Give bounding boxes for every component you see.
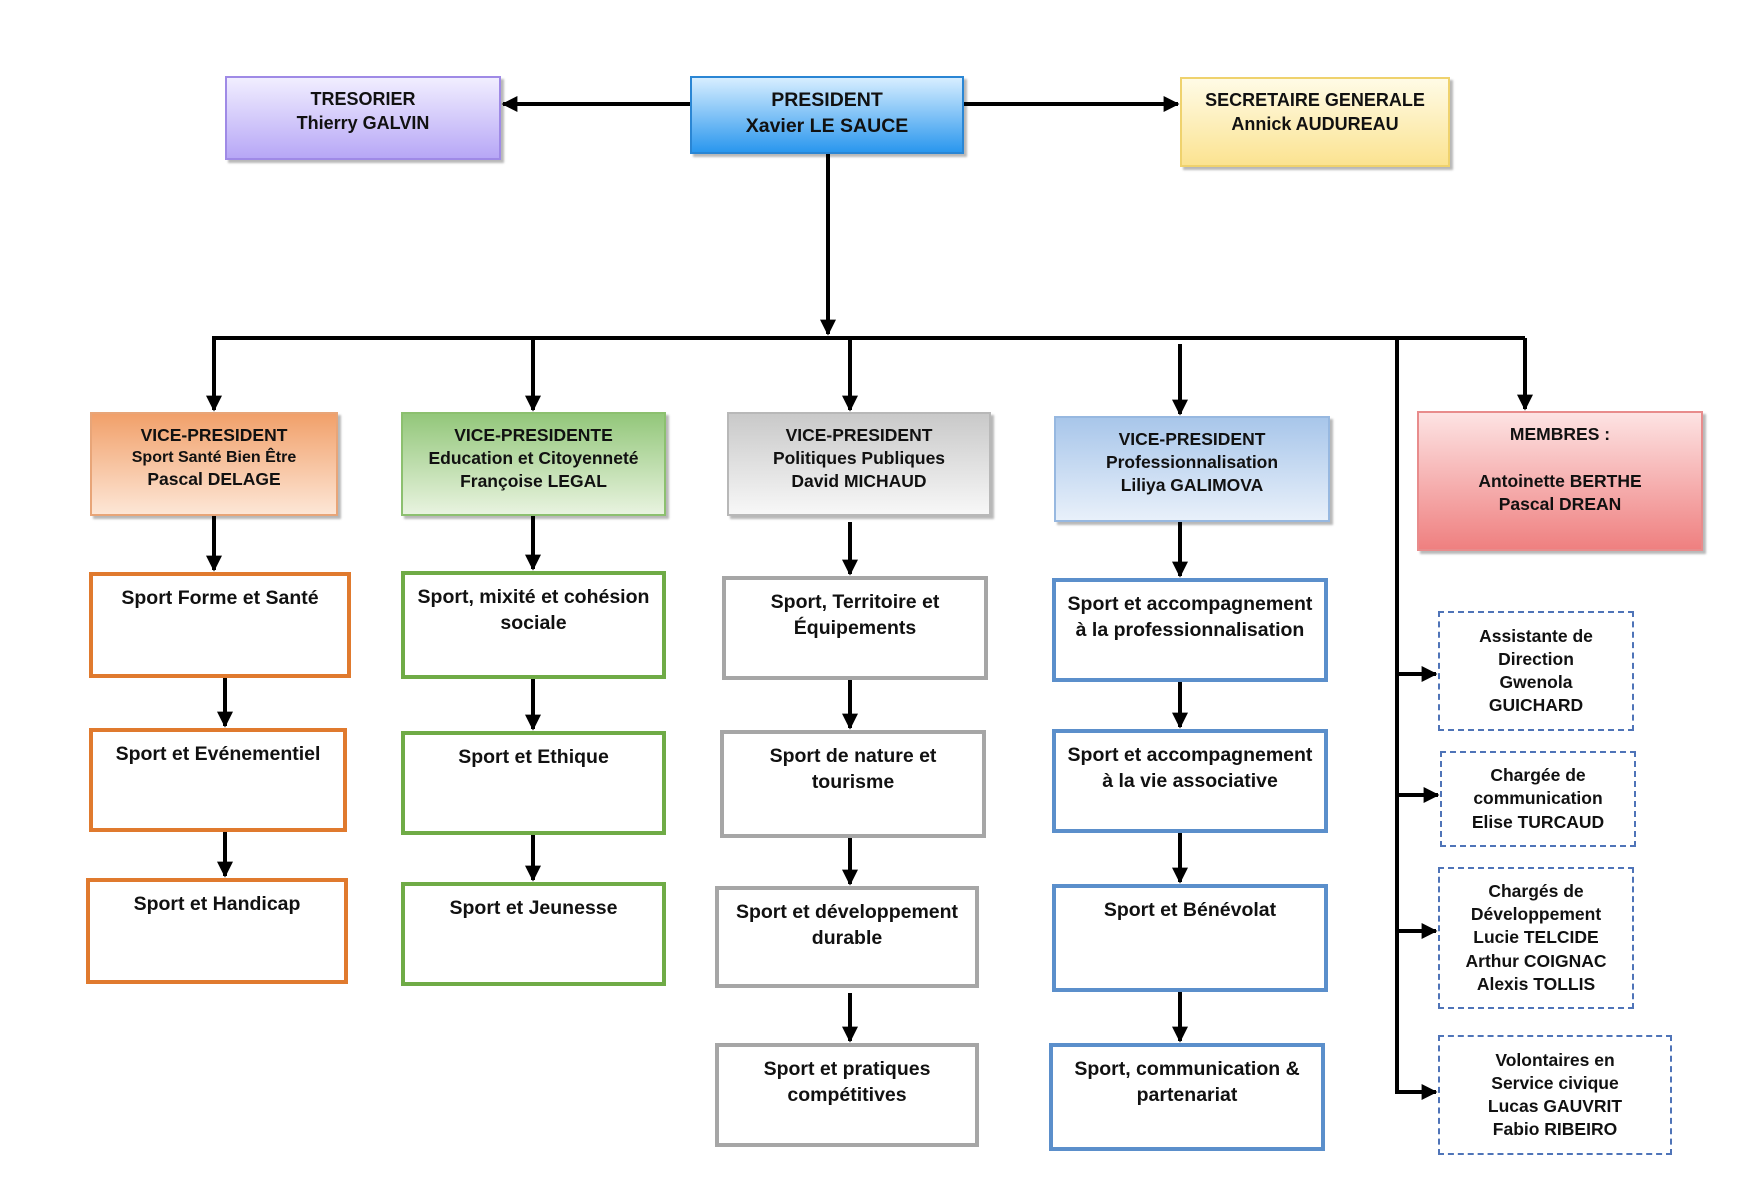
- vice-president-title: VICE-PRESIDENT: [1118, 429, 1266, 449]
- department-box: Sport et Handicap: [86, 878, 348, 984]
- staff-box-line: Lucas GAUVRIT: [1487, 1096, 1623, 1116]
- department-box-line: sociale: [500, 611, 567, 634]
- department-box: Sport de nature et tourisme: [720, 730, 986, 838]
- staff-box-line: Développement: [1470, 904, 1602, 925]
- president-title: PRESIDENT: [771, 89, 883, 111]
- department-box: Sport et accompagnement à la vie associat…: [1052, 729, 1328, 833]
- staff-box-line: Chargée de: [1490, 765, 1586, 786]
- president-name: Xavier LE SAUCE: [745, 114, 909, 137]
- department-box-line: Sport et Jeunesse: [449, 897, 618, 919]
- staff-box-line: Volontaires en: [1495, 1049, 1615, 1070]
- department-box: Sport Forme et Santé: [89, 572, 351, 678]
- secretary-box: SECRETAIRE GENERALE Annick AUDUREAU: [1180, 77, 1450, 167]
- department-box: Sport et développement durable: [715, 886, 979, 988]
- member-name: Pascal DREAN: [1498, 494, 1622, 515]
- department-box: Sport et Bénévolat: [1052, 884, 1328, 992]
- department-box: Sport et Evénementiel: [89, 728, 347, 832]
- members-title: MEMBRES :: [1509, 424, 1611, 444]
- department-box-line: compétitives: [787, 1083, 907, 1106]
- staff-box-line: Elise TURCAUD: [1471, 811, 1605, 832]
- department-box-line: à la professionnalisation: [1075, 618, 1305, 641]
- department-box-line: Équipements: [793, 616, 917, 639]
- department-box: Sport, mixité et cohésion sociale: [401, 571, 666, 679]
- vice-president-domain: Professionnalisation: [1105, 452, 1279, 473]
- department-box-line: partenariat: [1136, 1083, 1238, 1106]
- staff-box-line: Lucie TELCIDE: [1473, 927, 1599, 948]
- department-box-line: tourisme: [811, 770, 895, 793]
- staff-box-line: Chargés de: [1488, 881, 1584, 902]
- secretary-name: Annick AUDUREAU: [1231, 113, 1399, 134]
- vice-president-name: Pascal DELAGE: [147, 469, 281, 490]
- staff-box-line: Direction: [1498, 648, 1574, 669]
- department-box: Sport, Territoire et Équipements: [722, 576, 988, 680]
- vice-president-title: VICE-PRESIDENT: [785, 425, 933, 445]
- department-box: Sport et Ethique: [401, 731, 666, 835]
- department-box-line: Sport et développement: [735, 901, 959, 923]
- vice-president-name: Françoise LEGAL: [460, 471, 607, 492]
- department-box-line: à la vie associative: [1102, 769, 1278, 792]
- department-box-line: Sport et Handicap: [133, 893, 301, 915]
- treasurer-name: Thierry GALVIN: [296, 112, 430, 133]
- department-box-line: Sport, mixité et cohésion: [417, 586, 650, 608]
- vice-president-domain: Sport Santé Bien Être: [131, 449, 297, 467]
- department-box-line: Sport et Evénementiel: [115, 743, 321, 765]
- staff-box-line: Fabio RIBEIRO: [1492, 1119, 1618, 1140]
- department-box-line: Sport, communication &: [1074, 1058, 1300, 1080]
- vice-president-education-box: VICE-PRESIDENTE Education et Citoyenneté…: [401, 412, 666, 516]
- vice-president-domain: Politiques Publiques: [772, 448, 946, 469]
- staff-box-line: Assistante de: [1479, 625, 1593, 646]
- staff-box-line: GUICHARD: [1488, 695, 1584, 716]
- department-box: Sport et pratiques compétitives: [715, 1043, 979, 1147]
- staff-box-line: Arthur COIGNAC: [1465, 950, 1607, 971]
- department-box-line: Sport et accompagnement: [1067, 593, 1313, 615]
- vice-president-professionnalisation-box: VICE-PRESIDENT Professionnalisation Lili…: [1054, 416, 1330, 522]
- vice-president-name: David MICHAUD: [791, 471, 927, 492]
- department-box-line: durable: [811, 926, 883, 949]
- department-box-line: Sport de nature et: [769, 745, 937, 767]
- staff-box-line: Alexis TOLLIS: [1476, 973, 1596, 994]
- department-box: Sport, communication & partenariat: [1049, 1043, 1325, 1151]
- vice-president-politiques-box: VICE-PRESIDENT Politiques Publiques Davi…: [727, 412, 991, 516]
- secretary-title: SECRETAIRE GENERALE: [1205, 90, 1425, 110]
- department-box-line: Sport, Territoire et: [770, 591, 940, 613]
- staff-box-line: Service civique: [1491, 1072, 1619, 1093]
- staff-box-line: communication: [1473, 788, 1603, 809]
- department-box: Sport et Jeunesse: [401, 882, 666, 986]
- department-box-line: Sport Forme et Santé: [121, 587, 319, 609]
- department-box: Sport et accompagnement à la professionna…: [1052, 578, 1328, 682]
- staff-box-line: Gwenola: [1499, 672, 1573, 692]
- member-name: Antoinette BERTHE: [1478, 471, 1642, 492]
- vice-president-title: VICE-PRESIDENTE: [454, 425, 613, 445]
- department-box-line: Sport et Ethique: [458, 746, 609, 768]
- vice-president-domain: Education et Citoyenneté: [428, 448, 639, 469]
- president-box: PRESIDENT Xavier LE SAUCE: [690, 76, 964, 154]
- members-box: MEMBRES : Antoinette BERTHE Pascal DREAN: [1417, 411, 1703, 551]
- vice-president-name: Liliya GALIMOVA: [1120, 475, 1264, 496]
- vice-president-sante-box: VICE-PRESIDENT Sport Santé Bien Être Pas…: [90, 412, 338, 516]
- department-box-line: Sport et pratiques: [763, 1058, 931, 1080]
- treasurer-title: TRESORIER: [310, 89, 416, 109]
- treasurer-box: TRESORIER Thierry GALVIN: [225, 76, 501, 160]
- vice-president-title: VICE-PRESIDENT: [140, 425, 288, 445]
- department-box-line: Sport et Bénévolat: [1103, 899, 1277, 921]
- department-box-line: Sport et accompagnement: [1067, 744, 1313, 766]
